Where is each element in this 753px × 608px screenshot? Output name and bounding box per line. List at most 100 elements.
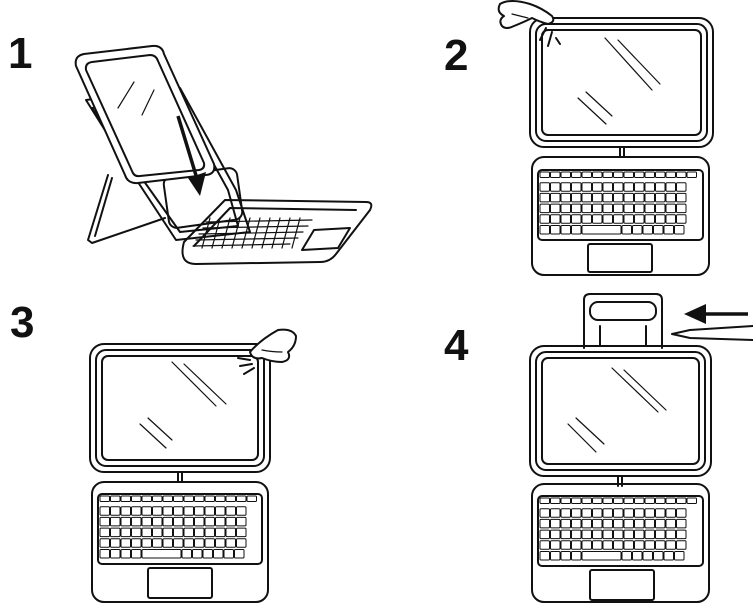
keyboard-key [634, 529, 645, 540]
keyboard-key [194, 527, 205, 538]
keyboard-key [676, 540, 687, 550]
keyboard-key [644, 540, 655, 550]
keyboard-key [592, 214, 603, 224]
keyboard-key [550, 518, 561, 529]
keyboard-key [623, 529, 634, 540]
keyboard-key [592, 497, 603, 504]
keyboard-key [644, 182, 655, 192]
keyboard-key [623, 214, 634, 224]
keyboard-key [613, 508, 624, 518]
keyboard-key [225, 527, 236, 538]
keyboard-key [560, 497, 571, 504]
keyboard-key [183, 527, 194, 538]
keyboard-key [110, 538, 121, 548]
keyboard-key [131, 506, 142, 516]
keyboard-key [560, 182, 571, 192]
keyboard-key [550, 171, 561, 178]
keyboard-key [560, 540, 571, 550]
keyboard-icon [531, 156, 710, 276]
keyboard-key [215, 538, 226, 548]
keyboard-key [225, 506, 236, 516]
keyboard-icon [531, 483, 710, 603]
keyboard-key [120, 516, 131, 527]
keyboard-key [99, 549, 110, 559]
keyboard-key [560, 551, 571, 561]
keyboard-key [571, 529, 582, 540]
keyboard-key [539, 214, 550, 224]
keyboard-key-grids [99, 171, 697, 561]
keyboard-key [592, 203, 603, 214]
step-number-4: 4 [444, 321, 469, 370]
keyboard-key [581, 529, 592, 540]
keyboard-key [550, 540, 561, 550]
keyboard-key [194, 538, 205, 548]
keyboard-key [215, 527, 226, 538]
keyboard-key [550, 529, 561, 540]
keyboard-key [550, 508, 561, 518]
keyboard-key [173, 506, 184, 516]
keyboard-key [623, 518, 634, 529]
keyboard-key [644, 497, 655, 504]
keyboard-key [665, 540, 676, 550]
keyboard-key [152, 506, 163, 516]
keyboard-key [581, 518, 592, 529]
keyboard-key [581, 551, 622, 561]
keyboard-key [131, 538, 142, 548]
keyboard-key [623, 540, 634, 550]
keyboard-key [644, 171, 655, 178]
keyboard-key [99, 516, 110, 527]
keyboard-key [131, 516, 142, 527]
press-burst-icon [237, 357, 255, 375]
keyboard-key [223, 549, 234, 559]
keyboard-key [110, 506, 121, 516]
keyboard-key [225, 495, 236, 502]
keyboard-icon [91, 481, 269, 603]
keyboard-key [655, 518, 666, 529]
keyboard-key [539, 203, 550, 214]
keyboard-key [676, 203, 687, 214]
keyboard-key [560, 508, 571, 518]
keyboard-key [634, 214, 645, 224]
keyboard-key [613, 171, 624, 178]
keyboard-key [571, 508, 582, 518]
keyboard-key [634, 540, 645, 550]
keyboard-key [632, 225, 643, 235]
keyboard-key [204, 538, 215, 548]
keyboard-key [550, 551, 561, 561]
keyboard-key [581, 497, 592, 504]
keyboard-key [131, 527, 142, 538]
keyboard-key [571, 182, 582, 192]
keyboard-key [623, 171, 634, 178]
hand-icon [497, 0, 555, 29]
keyboard-key [571, 225, 582, 235]
keyboard-key [676, 508, 687, 518]
keyboard-key [634, 192, 645, 203]
keyboard-key [110, 549, 121, 559]
keyboard-key [162, 527, 173, 538]
keyboard-key [592, 540, 603, 550]
keyboard-key [550, 192, 561, 203]
keyboard-key [560, 214, 571, 224]
keyboard-key [686, 497, 697, 504]
keyboard-key [560, 225, 571, 235]
keyboard-key [676, 182, 687, 192]
keyboard-key [141, 506, 152, 516]
keyboard-key [665, 214, 676, 224]
keyboard-key [225, 516, 236, 527]
keyboard-key [571, 497, 582, 504]
keyboard-key [644, 508, 655, 518]
keyboard-key [602, 508, 613, 518]
keyboard-key [202, 549, 213, 559]
keyboard-key [234, 549, 245, 559]
keyboard-key [550, 214, 561, 224]
keyboard-key [655, 540, 666, 550]
keyboard-key [613, 497, 624, 504]
keyboard-key [676, 497, 687, 504]
keyboard-key [665, 518, 676, 529]
keyboard-key [213, 549, 224, 559]
step-number-3: 3 [10, 298, 35, 347]
keyboard-key [141, 516, 152, 527]
keyboard-key [634, 203, 645, 214]
keyboard-key [183, 516, 194, 527]
keyboard-key [676, 529, 687, 540]
